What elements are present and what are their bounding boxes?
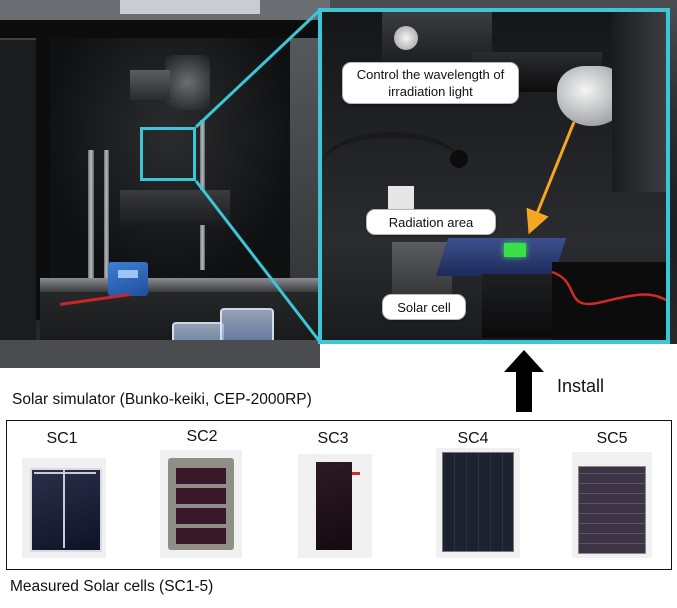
callout-radiation-text: Radiation area [388, 214, 474, 230]
cell-label-sc1: SC1 [46, 430, 78, 447]
background [320, 344, 677, 368]
cell-label-sc3: SC3 [317, 430, 349, 447]
sc2-segment [176, 468, 226, 484]
floor [0, 340, 320, 368]
measured-caption: Measured Solar cells (SC1-5) [10, 578, 214, 595]
sc3-panel [316, 462, 352, 550]
install-arrow-icon [504, 350, 544, 412]
frame-left-post [36, 20, 50, 320]
callout-solar-cell: Solar cell [382, 294, 466, 320]
inset-post [612, 12, 666, 192]
cell-photo-sc1 [22, 458, 106, 558]
install-label: Install [557, 376, 605, 396]
callout-solar-cell-text: Solar cell [397, 299, 451, 315]
zoom-source-highlight [140, 127, 196, 181]
sc1-busbar [63, 470, 65, 548]
sc2-segment [176, 488, 226, 504]
simulator-caption: Solar simulator (Bunko-keiki, CEP-2000RP… [12, 391, 312, 408]
callout-radiation-area: Radiation area [366, 209, 496, 235]
sc2-segment [176, 528, 226, 544]
base-block [482, 274, 562, 338]
optics [130, 70, 170, 100]
cable [322, 132, 462, 198]
callout-control-text: Control the wavelength of irradiation li… [356, 67, 505, 99]
blue-box-display [118, 270, 138, 278]
radiation-spot [504, 243, 526, 257]
callout-control-wavelength: Control the wavelength of irradiation li… [342, 62, 519, 104]
sc1-finger [34, 472, 96, 474]
sc1-panel [30, 468, 102, 552]
block [388, 186, 414, 212]
device-top [120, 0, 260, 14]
frame-top [0, 20, 320, 38]
frame-left [0, 40, 36, 340]
sc5-panel [578, 466, 646, 554]
orange-arrow [526, 121, 576, 235]
zoom-line-bottom [194, 180, 322, 343]
sc2-segment [176, 508, 226, 524]
zoom-connector-lines [194, 8, 322, 343]
cell-photo-sc4 [436, 448, 520, 558]
lamp-head [165, 55, 210, 110]
zoom-inset: Control the wavelength of irradiation li… [318, 8, 670, 344]
cell-photo-sc5 [572, 452, 652, 558]
cell-label-sc4: SC4 [457, 430, 489, 447]
measured-cells-panel [6, 420, 672, 570]
knob [394, 26, 418, 50]
sc4-panel [442, 452, 514, 552]
sc3-wire [352, 472, 360, 475]
cell-photo-sc2 [160, 450, 242, 558]
blue-box [108, 262, 148, 296]
stage [120, 190, 230, 225]
rod [88, 150, 94, 290]
rod [104, 150, 109, 290]
connector [450, 150, 468, 168]
cell-photo-sc3 [298, 454, 372, 558]
zoom-line-top [194, 8, 322, 129]
red-wire [551, 270, 666, 306]
cell-label-sc5: SC5 [596, 430, 628, 447]
cell-label-sc2: SC2 [186, 428, 218, 445]
